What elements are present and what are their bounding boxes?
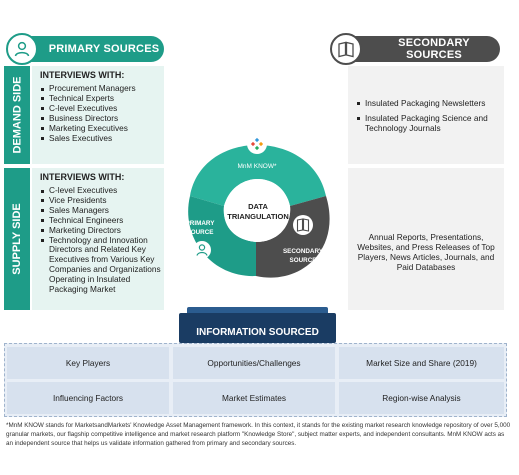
supply-heading: INTERVIEWS WITH: <box>40 172 125 182</box>
supply-side-label: SUPPLY SIDE <box>11 203 24 275</box>
info-cell: Market Size and Share (2019) <box>339 347 504 379</box>
triangulation-right-segment <box>256 196 330 278</box>
data-triangulation-label: DATA TRIANGULATION <box>212 202 304 222</box>
list-item: Technology and Innovation Directors and … <box>40 235 162 295</box>
supply-side-bar: SUPPLY SIDE <box>4 168 30 310</box>
list-item: Technical Engineers <box>40 215 162 226</box>
triangulation-left-segment <box>188 196 256 277</box>
left-label-line-1: PRIMARY <box>185 220 215 227</box>
data-triangulation-diagram <box>188 134 330 278</box>
supply-panel: INTERVIEWS WITH: C-level Executives Vice… <box>32 168 164 310</box>
info-cell: Key Players <box>7 347 169 379</box>
mnm-know-label: MnM KNOW* <box>237 163 277 170</box>
secondary-sources-header: SECONDARY SOURCES <box>330 33 500 65</box>
primary-sources-header: PRIMARY SOURCES <box>6 33 164 65</box>
information-grid: Key Players Opportunities/Challenges Mar… <box>4 343 507 417</box>
footnote: *MnM KNOW stands for MarketsandMarkets' … <box>6 422 511 447</box>
secondary-sources-title: SECONDARY SOURCES <box>398 37 470 61</box>
demand-panel: INTERVIEWS WITH: Procurement Managers Te… <box>32 66 164 164</box>
mnm-logo-icon <box>247 134 267 154</box>
info-cell: Influencing Factors <box>7 382 169 414</box>
list-item: Sales Executives <box>40 133 136 144</box>
triangulation-center <box>223 179 291 242</box>
info-cell: Market Estimates <box>173 382 335 414</box>
secondary-panel-bottom: Annual Reports, Presentations, Websites,… <box>348 168 504 310</box>
center-label-line-2: TRIANGULATION <box>227 212 289 221</box>
list-item: Procurement Managers <box>40 83 136 94</box>
secondary-sources-text: Annual Reports, Presentations, Websites,… <box>357 232 495 272</box>
secondary-list: Insulated Packaging Newsletters Insulate… <box>356 98 504 138</box>
information-sourced-title: INFORMATION SOURCED <box>196 327 319 338</box>
list-item: Marketing Executives <box>40 123 136 134</box>
list-item: Vice Presidents <box>40 195 162 206</box>
list-item: Insulated Packaging Science and Technolo… <box>356 113 504 133</box>
demand-side-label: DEMAND SIDE <box>11 76 24 154</box>
demand-list: Procurement Managers Technical Experts C… <box>40 83 136 144</box>
list-item: Technical Experts <box>40 93 136 104</box>
triangulation-top-segment <box>190 145 326 206</box>
right-label-line-1: SECONDARY <box>282 248 323 255</box>
book-icon <box>330 33 362 65</box>
list-item: Marketing Directors <box>40 225 162 236</box>
list-item: Sales Managers <box>40 205 162 216</box>
demand-heading: INTERVIEWS WITH: <box>40 70 125 80</box>
info-cell: Opportunities/Challenges <box>173 347 335 379</box>
list-item: Business Directors <box>40 113 136 124</box>
right-label-line-2: SOURCE <box>289 257 317 264</box>
secondary-panel-top: Insulated Packaging Newsletters Insulate… <box>348 66 504 164</box>
primary-source-label: PRIMARY SOURCE <box>178 219 222 237</box>
primary-sources-title: PRIMARY SOURCES <box>48 43 160 55</box>
list-item: C-level Executives <box>40 185 162 196</box>
info-cell: Region-wise Analysis <box>339 382 504 414</box>
left-label-line-2: SOURCE <box>186 229 214 236</box>
supply-list: C-level Executives Vice Presidents Sales… <box>40 185 162 295</box>
list-item: C-level Executives <box>40 103 136 114</box>
list-item: Insulated Packaging Newsletters <box>356 98 504 108</box>
center-label-line-1: DATA <box>248 202 268 211</box>
person-icon <box>6 33 38 65</box>
demand-side-bar: DEMAND SIDE <box>4 66 30 164</box>
secondary-source-label: SECONDARY SOURCE <box>278 247 328 265</box>
information-sourced-header: INFORMATION SOURCED <box>179 307 336 343</box>
